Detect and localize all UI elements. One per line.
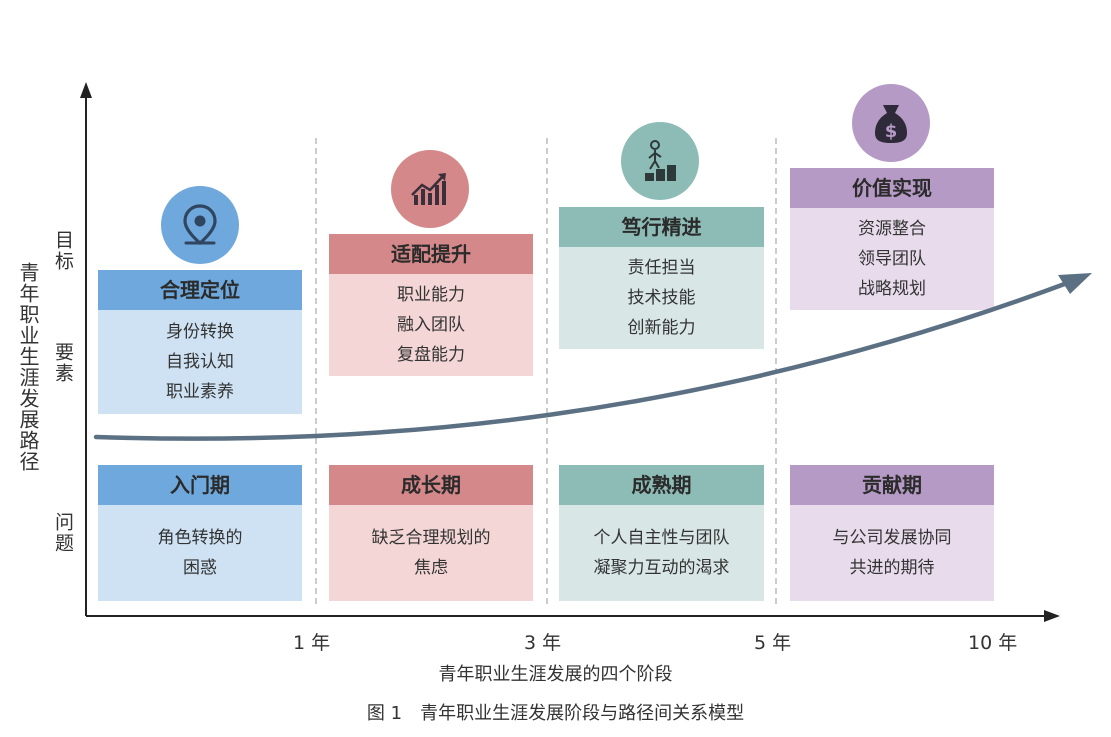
element-item: 复盘能力 [397,345,465,365]
x-tick-4: 10 年 [968,632,1018,654]
stage-2-problem: 缺乏合理规划的 焦虑 [329,505,533,601]
growth-chart-icon [411,173,446,205]
stage-1-period: 入门期 [98,465,302,505]
element-item: 战略规划 [858,279,926,299]
stage-3-icon-circle [621,122,699,200]
stage-2-icon-circle [391,150,469,228]
problem-line: 困惑 [183,558,217,578]
problem-line: 角色转换的 [157,528,243,548]
svg-text:$: $ [885,121,898,142]
row-label-elements: 要素 [52,342,74,384]
stage-2-elements: 职业能力 融入团队 复盘能力 [329,274,533,376]
problem-line: 焦虑 [414,558,448,578]
stage-1-problem: 角色转换的 困惑 [98,505,302,601]
element-item: 职业能力 [397,285,465,305]
element-item: 融入团队 [397,315,465,335]
y-axis-arrowhead [80,82,92,98]
stage-2-goal-title: 适配提升 [329,234,533,274]
stage-3-goal-title: 笃行精进 [559,207,764,247]
problem-line: 凝聚力互动的渴求 [593,558,730,578]
element-item: 职业素养 [166,382,234,402]
problem-line: 与公司发展协同 [832,528,952,548]
stage-4-goal-title: 价值实现 [790,168,994,208]
stage-3-elements: 责任担当 技术技能 创新能力 [559,247,764,349]
figure-caption: 图 1 青年职业生涯发展阶段与路径间关系模型 [366,703,745,724]
element-item: 责任担当 [627,258,696,278]
problem-line: 缺乏合理规划的 [371,528,491,548]
x-tick-1: 1 年 [293,632,331,654]
element-item: 创新能力 [627,318,696,338]
element-item: 技术技能 [627,288,696,308]
problem-line: 共进的期待 [849,558,935,578]
money-bag-icon: $ [875,105,907,143]
y-axis-label: 青年职业生涯发展路径 [16,262,40,472]
x-axis-arrowhead [1044,610,1060,622]
x-axis-title: 青年职业生涯发展的四个阶段 [438,664,673,685]
stage-4-period: 贡献期 [790,465,994,505]
element-item: 资源整合 [858,219,926,239]
stage-1-goal-title: 合理定位 [98,270,302,310]
row-label-problem: 问题 [52,512,74,554]
stage-1-icon-circle [161,186,239,264]
x-tick-2: 3 年 [524,632,562,654]
element-item: 领导团队 [858,249,926,269]
x-tick-3: 5 年 [754,632,792,654]
stage-4-icon-circle: $ [852,84,930,162]
stage-4-elements: 资源整合 领导团队 战略规划 [790,208,994,310]
location-pin-icon [183,204,217,246]
stage-2-period: 成长期 [329,465,533,505]
stage-3-period: 成熟期 [559,465,764,505]
row-label-goal: 目标 [52,230,74,272]
stage-1-elements: 身份转换 自我认知 职业素养 [98,310,302,414]
stage-3-problem: 个人自主性与团队 凝聚力互动的渴求 [559,505,764,601]
element-item: 身份转换 [166,322,234,342]
problem-line: 个人自主性与团队 [593,528,730,548]
element-item: 自我认知 [166,352,234,372]
stage-4-problem: 与公司发展协同 共进的期待 [790,505,994,601]
climbing-stairs-icon [645,140,676,181]
